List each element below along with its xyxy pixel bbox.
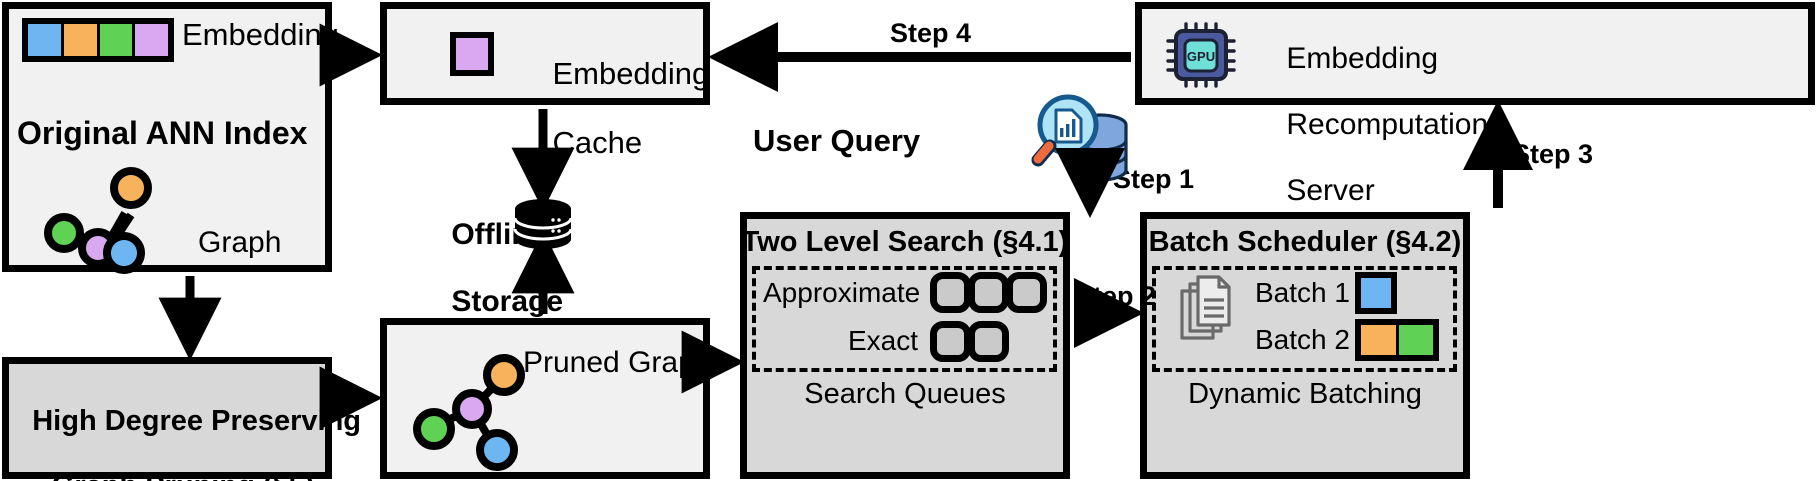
recomputation-server-line1: Embedding xyxy=(1286,42,1439,75)
graph-pruning-line1: High Degree Preserving xyxy=(32,405,362,438)
step-3-label: Step 3 xyxy=(1512,139,1594,169)
embedding-cache-line2: Cache xyxy=(552,125,643,161)
embedding-cache-box xyxy=(380,2,710,105)
step-2-label: Step 2 xyxy=(1075,281,1157,311)
exact-queue-slot xyxy=(930,321,971,362)
exact-queue-slot xyxy=(968,321,1009,362)
exact-label: Exact xyxy=(848,325,919,356)
embedding-label: Embedding xyxy=(182,17,339,52)
embedding-swatch xyxy=(99,24,136,56)
search-queues-footer: Search Queues xyxy=(804,378,1006,410)
approximate-label: Approximate xyxy=(763,277,921,308)
pruned-graph-label: Pruned Graph xyxy=(523,346,712,379)
two-level-search-title: Two Level Search (§4.1) xyxy=(741,226,1069,258)
batch2-label: Batch 2 xyxy=(1255,324,1350,355)
dynamic-batching-footer: Dynamic Batching xyxy=(1188,378,1422,410)
batch2-items xyxy=(1355,319,1439,361)
embedding-strip xyxy=(22,18,174,62)
embedding-cache-chip xyxy=(450,32,494,76)
recomputation-server-line2: Recomputation xyxy=(1286,108,1489,141)
user-query-label: User Query xyxy=(753,123,921,158)
approximate-queue-slot xyxy=(968,272,1009,313)
dynamic-batching-group xyxy=(1152,266,1457,372)
recomputation-server-title: Embedding Recomputation Server xyxy=(1253,9,1488,240)
batch2-item xyxy=(1361,325,1399,355)
graph-label: Graph xyxy=(198,226,282,259)
step-1-label: Step 1 xyxy=(1113,164,1195,194)
approximate-queue-slot xyxy=(1006,272,1047,313)
batch1-label: Batch 1 xyxy=(1255,277,1350,308)
approximate-queue-slot xyxy=(930,272,971,313)
graph-pruning-box xyxy=(2,357,332,479)
query-doc-glyph xyxy=(1054,108,1083,144)
batch-scheduler-title: Batch Scheduler (§4.2) xyxy=(1148,226,1462,258)
recomputation-server-line3: Server xyxy=(1286,174,1375,207)
embedding-swatch xyxy=(63,24,100,56)
graph-pruning-line2: Graph Pruning (§5) xyxy=(52,470,315,481)
embedding-swatch xyxy=(135,24,168,56)
embedding-cache-line1: Embedding xyxy=(552,55,710,91)
batch1-item xyxy=(1355,272,1397,314)
offline-storage-line2: Storage xyxy=(451,284,564,318)
step-4-label: Step 4 xyxy=(890,18,972,48)
pruned-graph-box xyxy=(380,318,710,479)
search-queues-group xyxy=(752,266,1057,372)
embedding-cache-title: Embedding Cache xyxy=(518,22,709,196)
offline-storage-line1: Offline xyxy=(451,217,547,251)
original-ann-index-title: Original ANN Index xyxy=(17,115,308,151)
batch2-item xyxy=(1398,325,1433,355)
graph-pruning-title: High Degree Preserving Graph Pruning (§5… xyxy=(0,373,361,481)
embedding-swatch xyxy=(28,24,64,56)
